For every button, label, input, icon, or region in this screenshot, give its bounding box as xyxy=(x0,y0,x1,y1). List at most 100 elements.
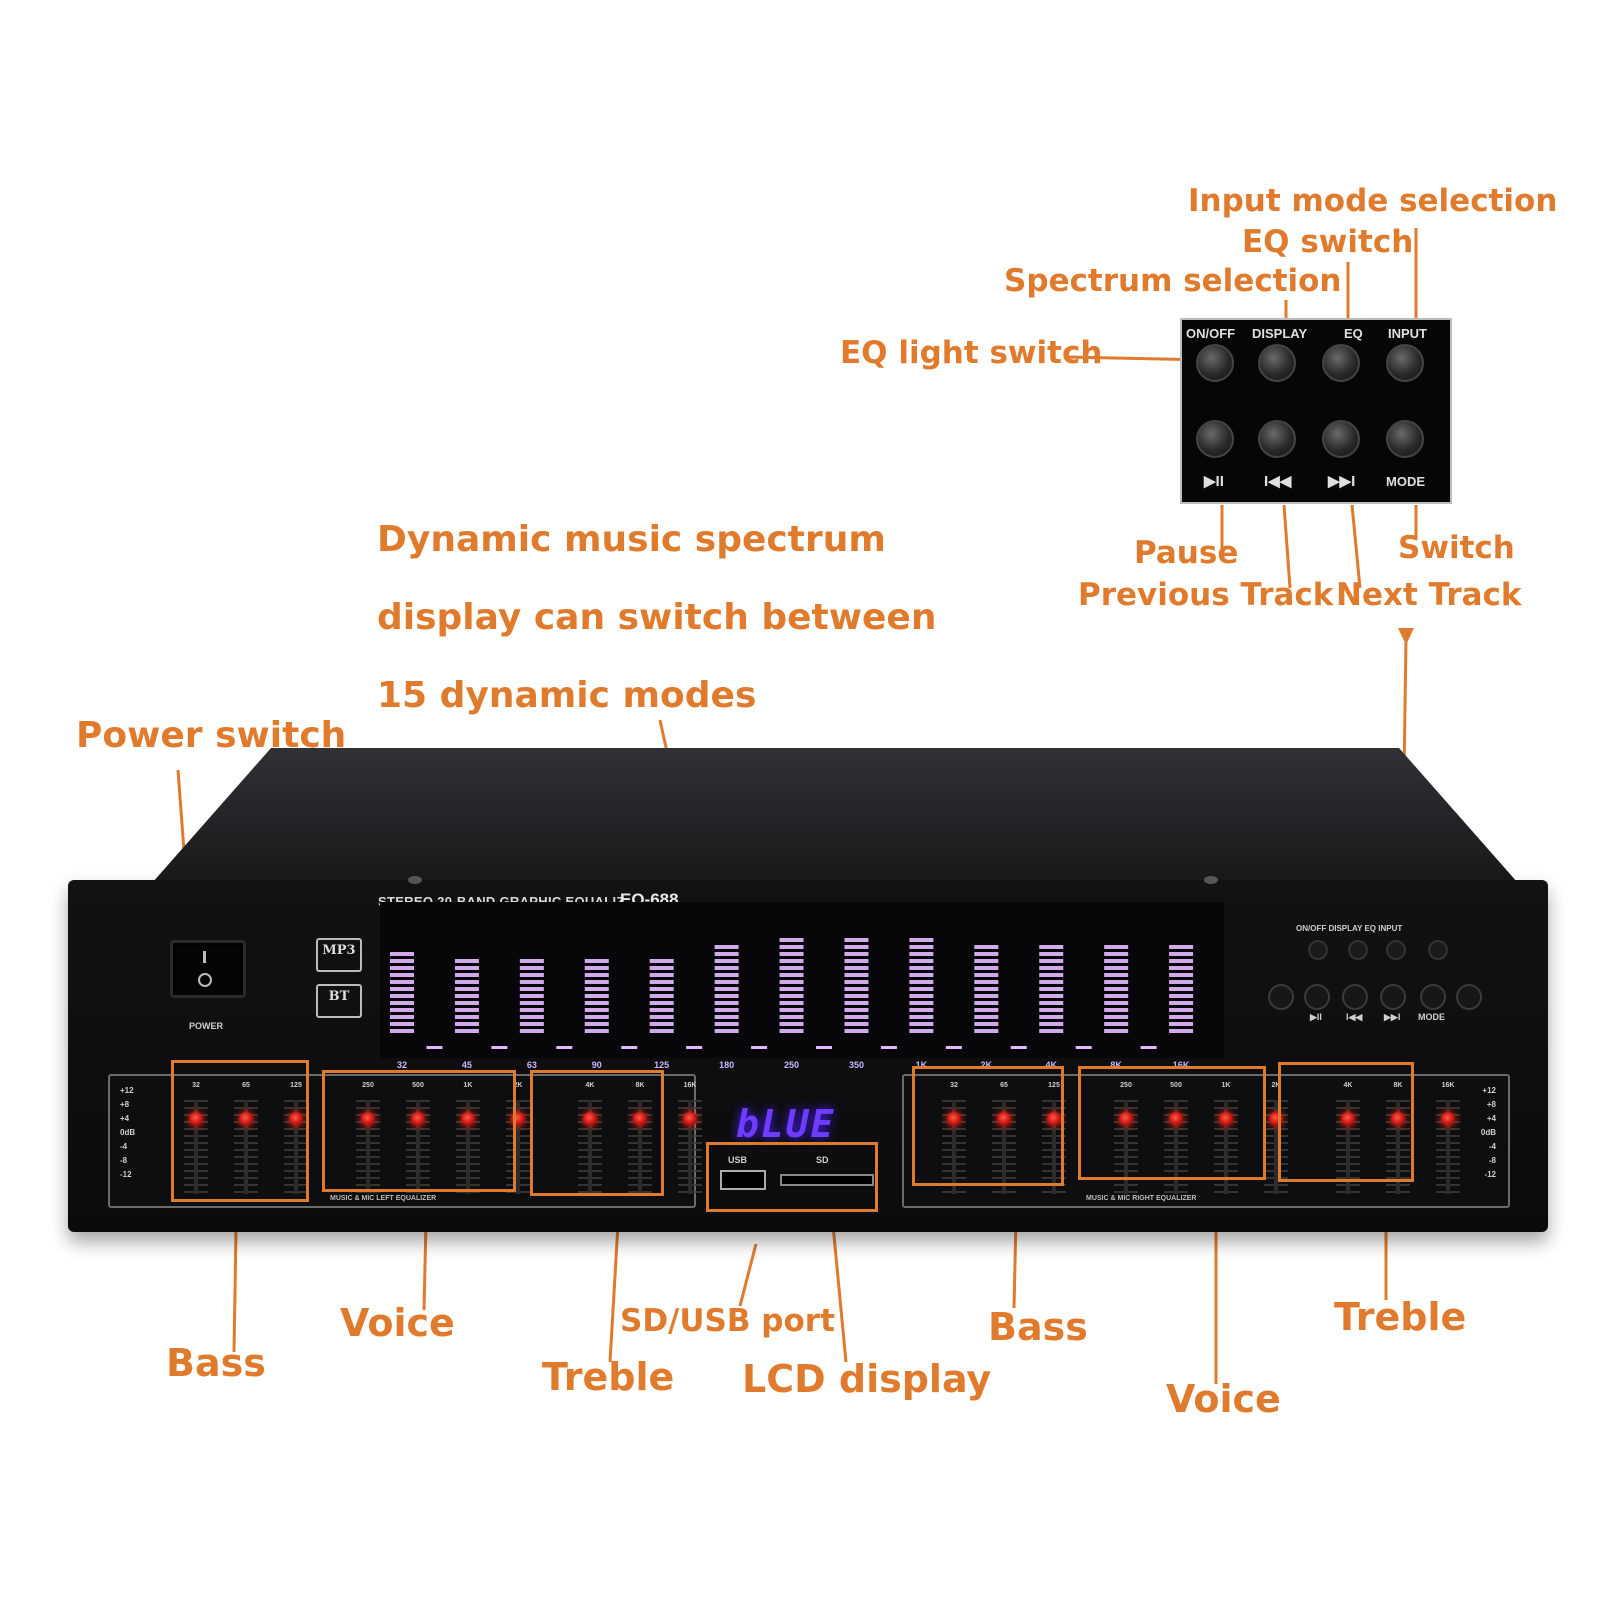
slider-knob[interactable] xyxy=(1219,1112,1233,1126)
next-track-button[interactable] xyxy=(1322,420,1360,458)
slider-knob[interactable] xyxy=(947,1112,961,1126)
slider-knob[interactable] xyxy=(1441,1112,1455,1126)
slider-track xyxy=(416,1100,420,1194)
eq-slider-65[interactable] xyxy=(990,1100,1018,1194)
spectrum-bar-250 xyxy=(779,938,804,1033)
eq-button[interactable] xyxy=(1322,344,1360,382)
db-label: -8 xyxy=(120,1156,128,1165)
eq-slider-32[interactable] xyxy=(182,1100,210,1194)
label-spectrum-line1: Dynamic music spectrum xyxy=(377,519,886,560)
play-pause-button[interactable] xyxy=(1196,420,1234,458)
eq-slider-65[interactable] xyxy=(232,1100,260,1194)
spectrum-freq-label: 2K xyxy=(980,1060,993,1070)
eq-slider-2K[interactable] xyxy=(1262,1100,1290,1194)
eq-freq-label: 500 xyxy=(1170,1082,1182,1089)
front-previous-button[interactable] xyxy=(1342,984,1368,1010)
mode-label: MODE xyxy=(1386,474,1425,489)
eq-slider-4K[interactable] xyxy=(1334,1100,1362,1194)
label-pause: Pause xyxy=(1134,535,1239,571)
eq-slider-8K[interactable] xyxy=(1384,1100,1412,1194)
eq-freq-label: 65 xyxy=(1000,1082,1008,1089)
eq-slider-250[interactable] xyxy=(354,1100,382,1194)
slider-knob[interactable] xyxy=(189,1112,203,1126)
front-play-pause-button[interactable] xyxy=(1304,984,1330,1010)
control-panel-closeup: ON/OFF DISPLAY EQ INPUT ▶II I◀◀ ▶▶I MODE xyxy=(1180,318,1452,504)
spectrum-peak-dash xyxy=(1010,1046,1027,1049)
on-off-button[interactable] xyxy=(1196,344,1234,382)
power-switch[interactable] xyxy=(170,940,246,998)
eq-slider-1K[interactable] xyxy=(454,1100,482,1194)
spectrum-freq-label: 1K xyxy=(915,1060,928,1070)
eq-freq-label: 65 xyxy=(242,1082,250,1089)
front-next-button[interactable] xyxy=(1380,984,1406,1010)
front-eq-button[interactable] xyxy=(1386,940,1406,960)
eq-slider-2K[interactable] xyxy=(504,1100,532,1194)
eq-freq-label: 1K xyxy=(1221,1082,1231,1089)
inset-label-input: INPUT xyxy=(1388,326,1427,341)
spectrum-bar-1K xyxy=(909,938,934,1033)
slider-knob[interactable] xyxy=(633,1112,647,1126)
eq-freq-label: 16K xyxy=(1441,1082,1455,1089)
spectrum-bar-63 xyxy=(519,959,544,1033)
slider-knob[interactable] xyxy=(1391,1112,1405,1126)
slider-knob[interactable] xyxy=(997,1112,1011,1126)
eq-slider-500[interactable] xyxy=(404,1100,432,1194)
line-sd-usb xyxy=(738,1243,758,1307)
slider-track xyxy=(1052,1100,1056,1194)
label-bass-left: Bass xyxy=(166,1341,266,1385)
slider-knob[interactable] xyxy=(1047,1112,1061,1126)
eq-slider-8K[interactable] xyxy=(626,1100,654,1194)
power-off-mark xyxy=(198,973,212,987)
eq-freq-label: 4K xyxy=(585,1082,595,1089)
eq-slider-4K[interactable] xyxy=(576,1100,604,1194)
spectrum-bar-350 xyxy=(844,938,869,1033)
highlight-sd-usb xyxy=(706,1142,878,1212)
label-voice-right: Voice xyxy=(1166,1377,1281,1421)
eq-freq-label: 16K xyxy=(683,1082,697,1089)
input-button[interactable] xyxy=(1386,344,1424,382)
front-ir-window xyxy=(1268,984,1294,1010)
bluetooth-badge: BT xyxy=(316,984,362,1018)
spectrum-bar-180 xyxy=(714,945,739,1033)
eq-slider-16K[interactable] xyxy=(676,1100,704,1194)
label-spectrum-selection: Spectrum selection xyxy=(1004,263,1342,299)
label-eq-light-switch: EQ light switch xyxy=(840,335,1103,371)
slider-knob[interactable] xyxy=(683,1112,697,1126)
spectrum-bar-4K xyxy=(1039,945,1064,1033)
slider-knob[interactable] xyxy=(1119,1112,1133,1126)
spectrum-peak-dash xyxy=(945,1046,962,1049)
slider-knob[interactable] xyxy=(1341,1112,1355,1126)
front-mode-button[interactable] xyxy=(1420,984,1446,1010)
label-next-track: Next Track xyxy=(1336,577,1522,613)
slider-knob[interactable] xyxy=(411,1112,425,1126)
screw xyxy=(408,876,422,884)
front-input-button[interactable] xyxy=(1428,940,1448,960)
equalizer-front-panel: STEREO 20-BAND GRAPHIC EQUALIZ EQ-688 PO… xyxy=(68,876,1548,1232)
slider-knob[interactable] xyxy=(289,1112,303,1126)
usb-port[interactable] xyxy=(720,1170,766,1190)
sd-label: SD xyxy=(816,1155,829,1165)
slider-track xyxy=(952,1100,956,1194)
slider-knob[interactable] xyxy=(1169,1112,1183,1126)
slider-knob[interactable] xyxy=(361,1112,375,1126)
mode-button[interactable] xyxy=(1386,420,1424,458)
front-ir-window-right xyxy=(1456,984,1482,1010)
eq-slider-125[interactable] xyxy=(282,1100,310,1194)
display-button[interactable] xyxy=(1258,344,1296,382)
line-previous xyxy=(1282,504,1292,589)
front-on-off-button[interactable] xyxy=(1308,940,1328,960)
eq-slider-16K[interactable] xyxy=(1434,1100,1462,1194)
previous-track-button[interactable] xyxy=(1258,420,1296,458)
db-label: +8 xyxy=(1486,1100,1496,1109)
slider-track xyxy=(1446,1100,1450,1194)
slider-knob[interactable] xyxy=(461,1112,475,1126)
eq-slider-32[interactable] xyxy=(940,1100,968,1194)
slider-knob[interactable] xyxy=(239,1112,253,1126)
eq-freq-label: 32 xyxy=(950,1082,958,1089)
slider-knob[interactable] xyxy=(583,1112,597,1126)
eq-freq-label: 2K xyxy=(513,1082,523,1089)
power-label: POWER xyxy=(189,1021,224,1031)
sd-card-slot[interactable] xyxy=(780,1174,874,1186)
front-display-button[interactable] xyxy=(1348,940,1368,960)
